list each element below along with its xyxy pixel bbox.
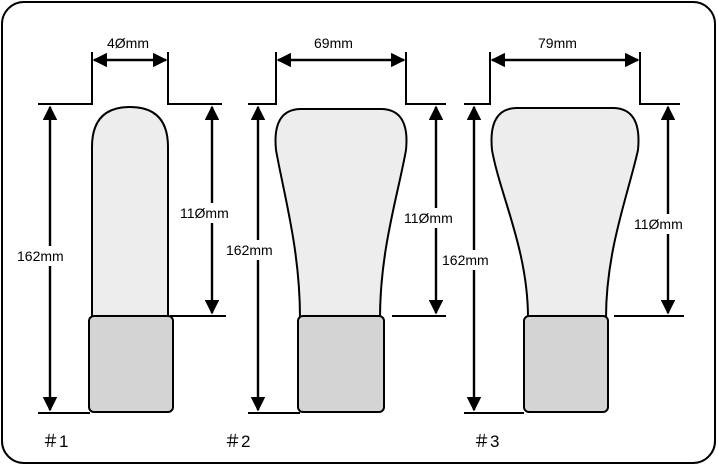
knob-2-label: ＃2 xyxy=(224,432,250,451)
knob-1-label: ＃1 xyxy=(42,432,68,451)
knob-2-width-label: 69mm xyxy=(314,35,353,51)
knob-3-width-label: 79mm xyxy=(538,35,577,51)
knob-2-grip xyxy=(274,108,408,319)
knob-3-body-height-label: 11Ømm xyxy=(634,216,683,232)
knob-1-width-label: 4Ømm xyxy=(107,35,149,51)
knob-1-total-height-label: 162mm xyxy=(17,248,64,264)
knob-1-top-extension xyxy=(38,52,93,105)
knob-3-grip xyxy=(490,107,640,319)
knob-item-3: 79mm 162mm 11Ømm ＃3 xyxy=(440,35,684,451)
knob-2-top-extension xyxy=(248,52,277,105)
knob-item-2: 69mm 162mm 11Ømm ＃2 xyxy=(224,35,453,451)
knob-2-top-extension-right xyxy=(405,52,446,105)
knob-1-top-extension-right xyxy=(167,52,222,105)
knob-2-base xyxy=(297,315,385,413)
knob-3-top-extension-right xyxy=(639,52,680,105)
knob-1-grip xyxy=(91,105,169,319)
knob-2-total-height-label: 162mm xyxy=(226,242,273,258)
knob-2-body-height-label: 11Ømm xyxy=(404,210,453,226)
knob-3-top-extension xyxy=(464,52,491,105)
knob-3-base xyxy=(523,315,609,413)
knob-1-body-height-label: 11Ømm xyxy=(180,205,229,221)
knob-3-total-height-label: 162mm xyxy=(442,252,489,268)
knob-3-label: ＃3 xyxy=(473,432,499,451)
knob-1-base xyxy=(88,315,174,413)
knob-item-1: 4Ømm 162mm 11Ømm ＃1 xyxy=(14,35,229,451)
